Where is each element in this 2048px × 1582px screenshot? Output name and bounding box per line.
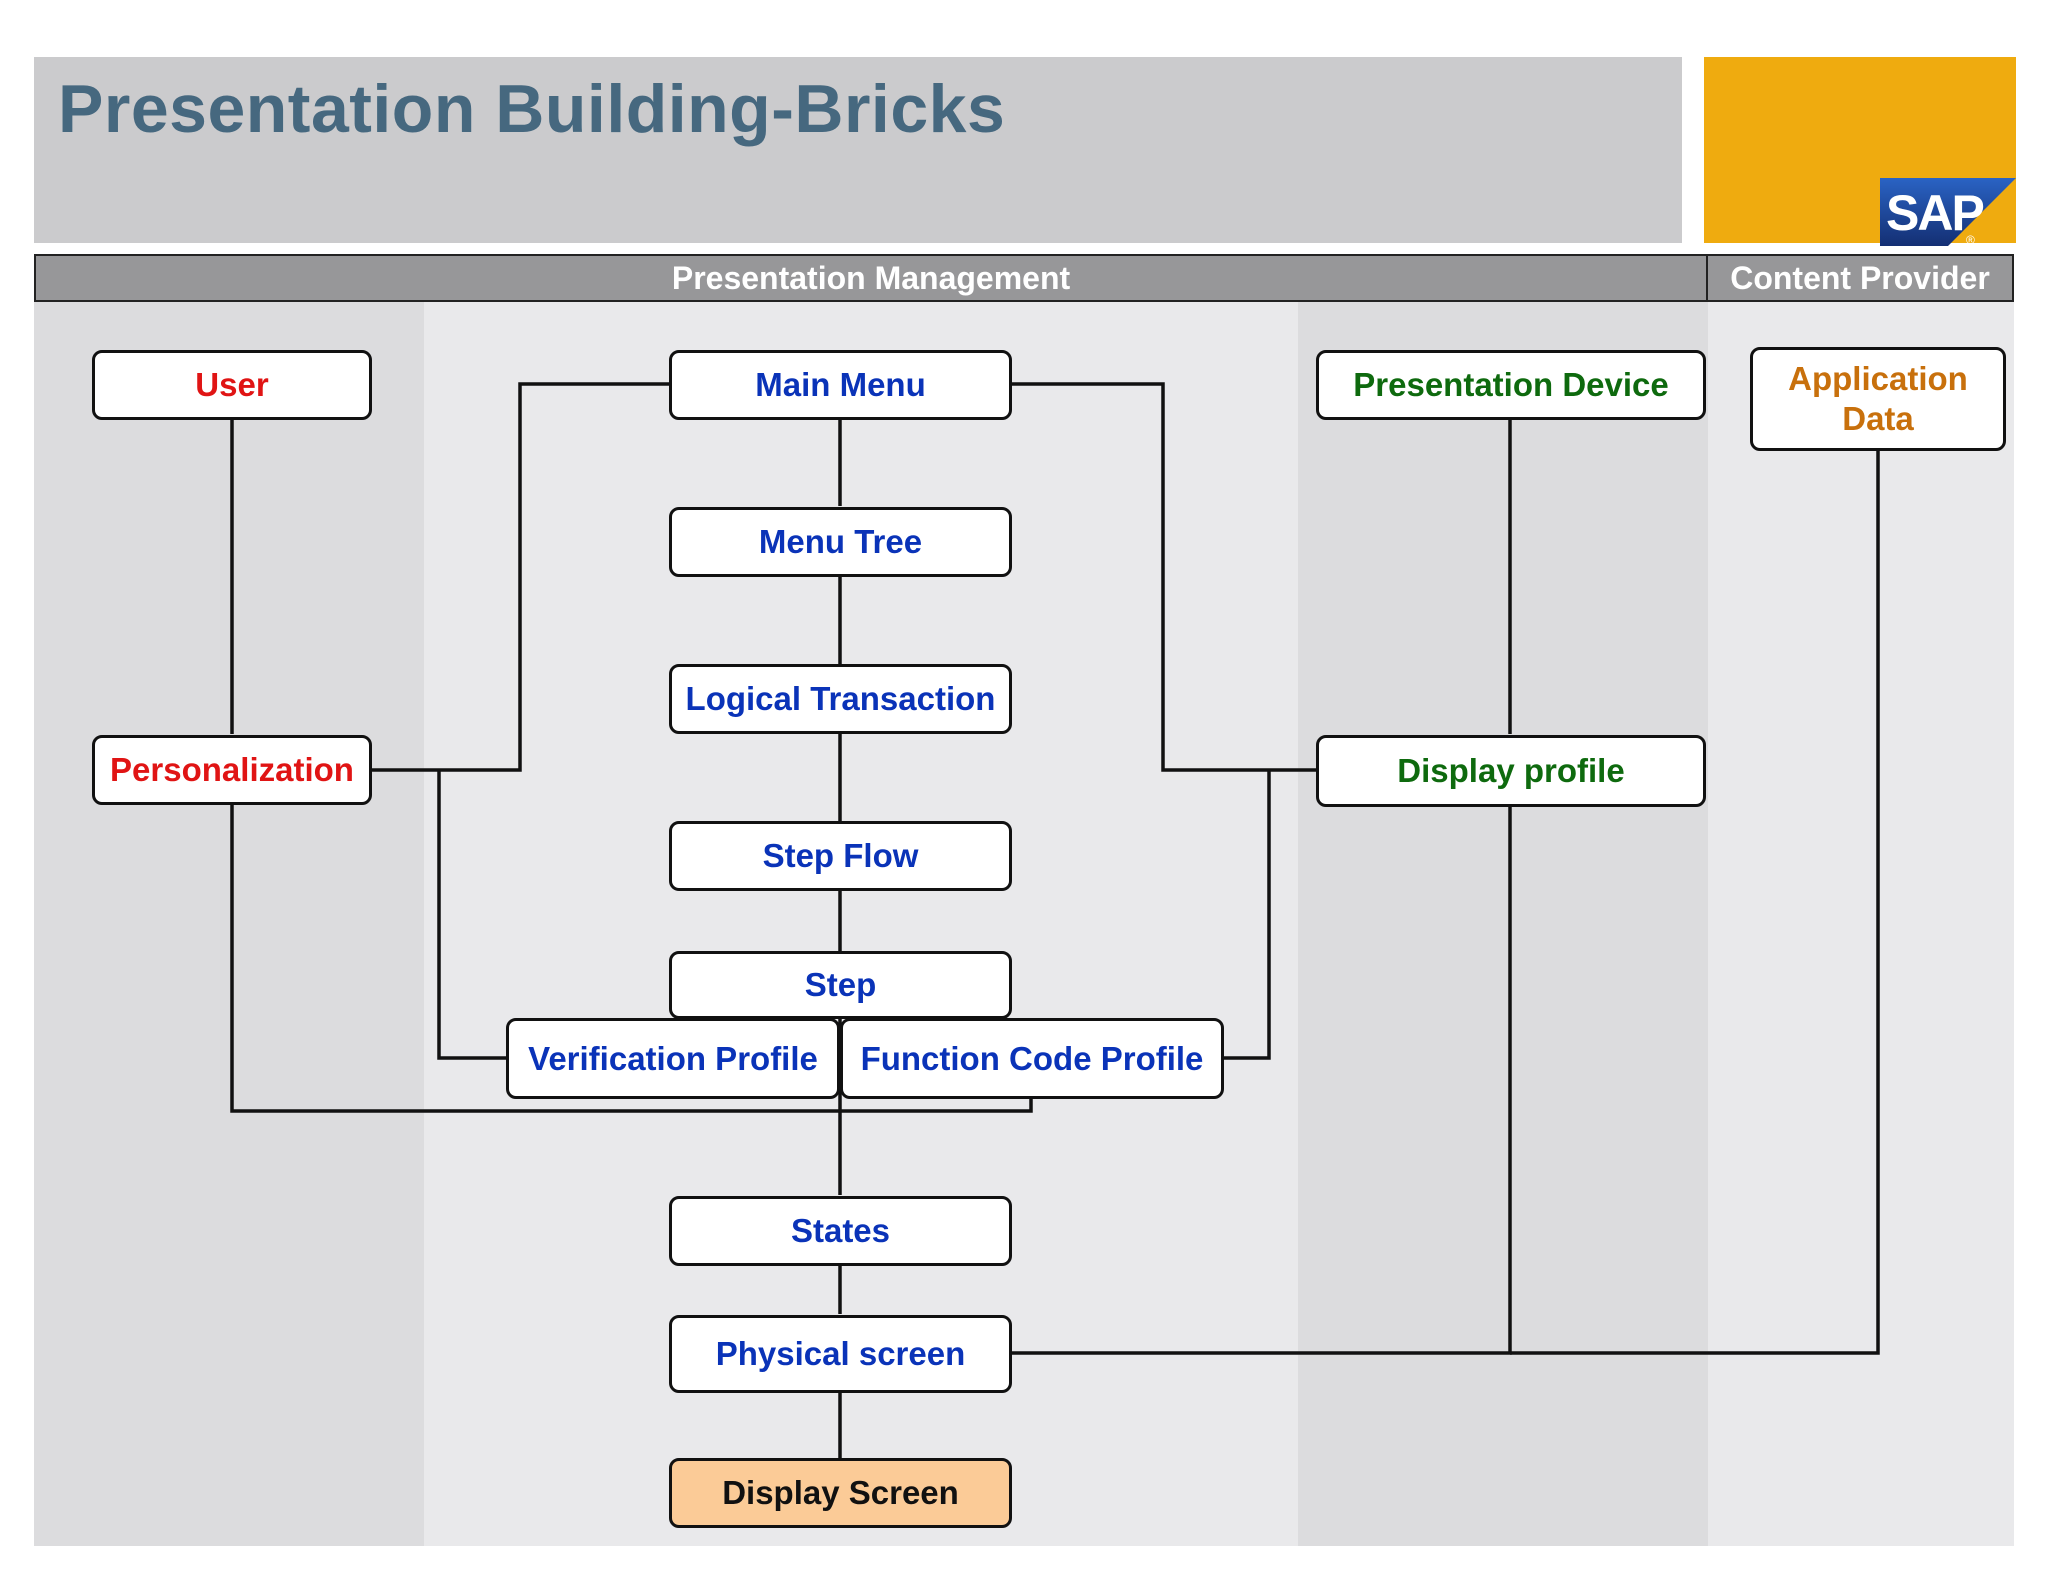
presentation-management-header: Presentation Management [34, 254, 1708, 302]
node-main-menu-label: Main Menu [755, 366, 926, 403]
node-step-flow-label: Step Flow [762, 837, 919, 874]
presentation-management-label: Presentation Management [671, 259, 1071, 296]
column-user [34, 302, 424, 1546]
node-physical-screen-label: Physical screen [715, 1335, 966, 1372]
slide-title: Presentation Building-Bricks [58, 71, 1006, 147]
node-verification-profile[interactable]: Verification Profile [506, 1018, 840, 1099]
node-function-code-profile-label: Function Code Profile [860, 1039, 1204, 1077]
node-main-menu[interactable]: Main Menu [669, 350, 1012, 420]
node-states-label: States [790, 1212, 891, 1249]
node-presentation-device[interactable]: Presentation Device [1316, 350, 1706, 420]
content-provider-label: Content Provider [1730, 259, 1990, 296]
node-display-profile-label: Display profile [1397, 752, 1625, 789]
column-content-provider [1708, 302, 2014, 1546]
connector-personalization-bottom-bus [230, 805, 1033, 1113]
node-display-screen-label: Display Screen [722, 1474, 959, 1511]
connector-personalization-main-menu [370, 382, 669, 772]
node-user[interactable]: User [92, 350, 372, 420]
node-step-flow[interactable]: Step Flow [669, 821, 1012, 891]
title-band [34, 57, 1682, 243]
connector-personalization-verification-profile [437, 770, 506, 1060]
node-menu-tree[interactable]: Menu Tree [669, 507, 1012, 577]
node-verification-profile-label: Verification Profile [528, 1039, 818, 1077]
node-step-label: Step [804, 966, 877, 1003]
node-presentation-device-label: Presentation Device [1353, 366, 1669, 403]
node-application-data-label: Application Data [1788, 360, 1968, 437]
node-function-code-profile[interactable]: Function Code Profile [840, 1018, 1224, 1099]
node-logical-transaction[interactable]: Logical Transaction [669, 664, 1012, 734]
connector-display-profile-function-code-profile [1222, 770, 1271, 1060]
node-display-profile[interactable]: Display profile [1316, 735, 1706, 807]
connector-application-data-physical-screen [1510, 450, 1880, 1355]
node-user-label: User [195, 366, 269, 403]
connector-main-menu-display-profile [1010, 382, 1316, 772]
node-personalization[interactable]: Personalization [92, 735, 372, 805]
node-application-data[interactable]: Application Data [1750, 347, 2006, 451]
node-logical-transaction-label: Logical Transaction [685, 680, 996, 717]
sap-registered-mark: ® [1966, 233, 1975, 246]
sap-logo-text: SAP [1886, 185, 1983, 241]
node-personalization-label: Personalization [110, 751, 354, 788]
sap-logo: SAP ® [1880, 178, 2016, 246]
content-provider-header: Content Provider [1706, 254, 2014, 302]
node-physical-screen[interactable]: Physical screen [669, 1315, 1012, 1393]
column-device [1298, 302, 1708, 1546]
node-display-screen[interactable]: Display Screen [669, 1458, 1012, 1528]
node-menu-tree-label: Menu Tree [758, 523, 923, 560]
node-step[interactable]: Step [669, 951, 1012, 1019]
node-states[interactable]: States [669, 1196, 1012, 1266]
